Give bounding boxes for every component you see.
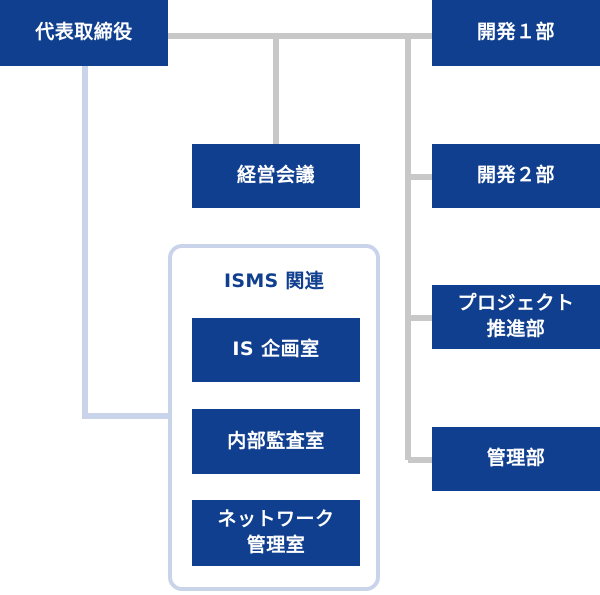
node-internal-audit: 内部監査室	[192, 409, 360, 474]
node-is-planning: IS 企画室	[192, 318, 360, 382]
node-admin: 管理部	[432, 427, 600, 491]
node-management-meeting: 経営会議	[192, 144, 360, 208]
node-dev1: 開発１部	[432, 0, 600, 66]
node-network-admin: ネットワーク 管理室	[192, 500, 360, 566]
node-dev2: 開発２部	[432, 144, 600, 208]
node-ceo: 代表取締役	[0, 0, 168, 66]
isms-group-title: ISMS 関連	[223, 270, 325, 292]
node-project-promotion: プロジェクト 推進部	[432, 285, 600, 349]
